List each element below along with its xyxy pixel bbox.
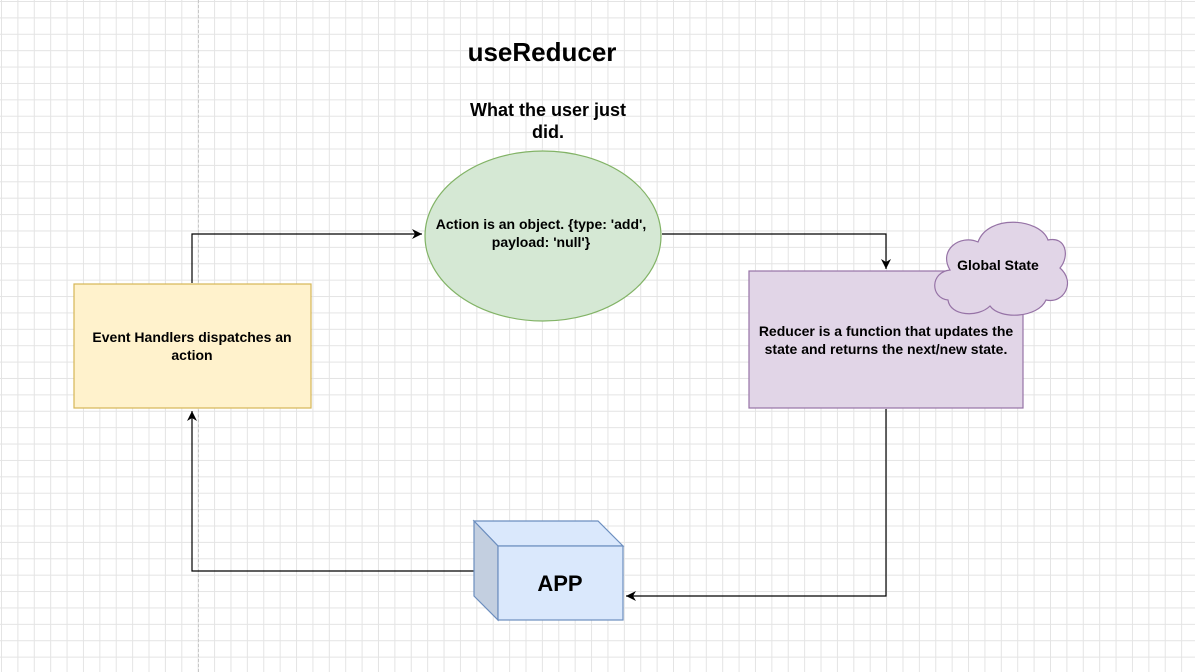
- action-node[interactable]: [424, 150, 662, 322]
- edge-app-to-handlers[interactable]: [187, 411, 474, 572]
- diagram-title: useReducer: [467, 36, 617, 67]
- edge-reducer-to-app[interactable]: [626, 409, 887, 601]
- edge-action-to-reducer[interactable]: [662, 233, 891, 269]
- app-cube-front-face: [497, 545, 624, 621]
- app-node-label: APP: [537, 571, 583, 596]
- event-handlers-node-label: Event Handlers dispatches an action: [92, 329, 292, 363]
- edge-handlers-to-action[interactable]: [191, 229, 422, 283]
- action-node-label: Action is an object. {type: 'add', paylo…: [435, 216, 647, 250]
- global-state-cloud-node[interactable]: [934, 221, 1069, 316]
- global-state-label: Global State: [957, 257, 1039, 273]
- action-caption: What the user just did.: [469, 100, 626, 142]
- event-handlers-node[interactable]: [73, 283, 312, 409]
- app-node[interactable]: [472, 519, 625, 622]
- reducer-node-label: Reducer is a function that updates the s…: [758, 323, 1014, 357]
- app-cube-top-face: [472, 520, 625, 547]
